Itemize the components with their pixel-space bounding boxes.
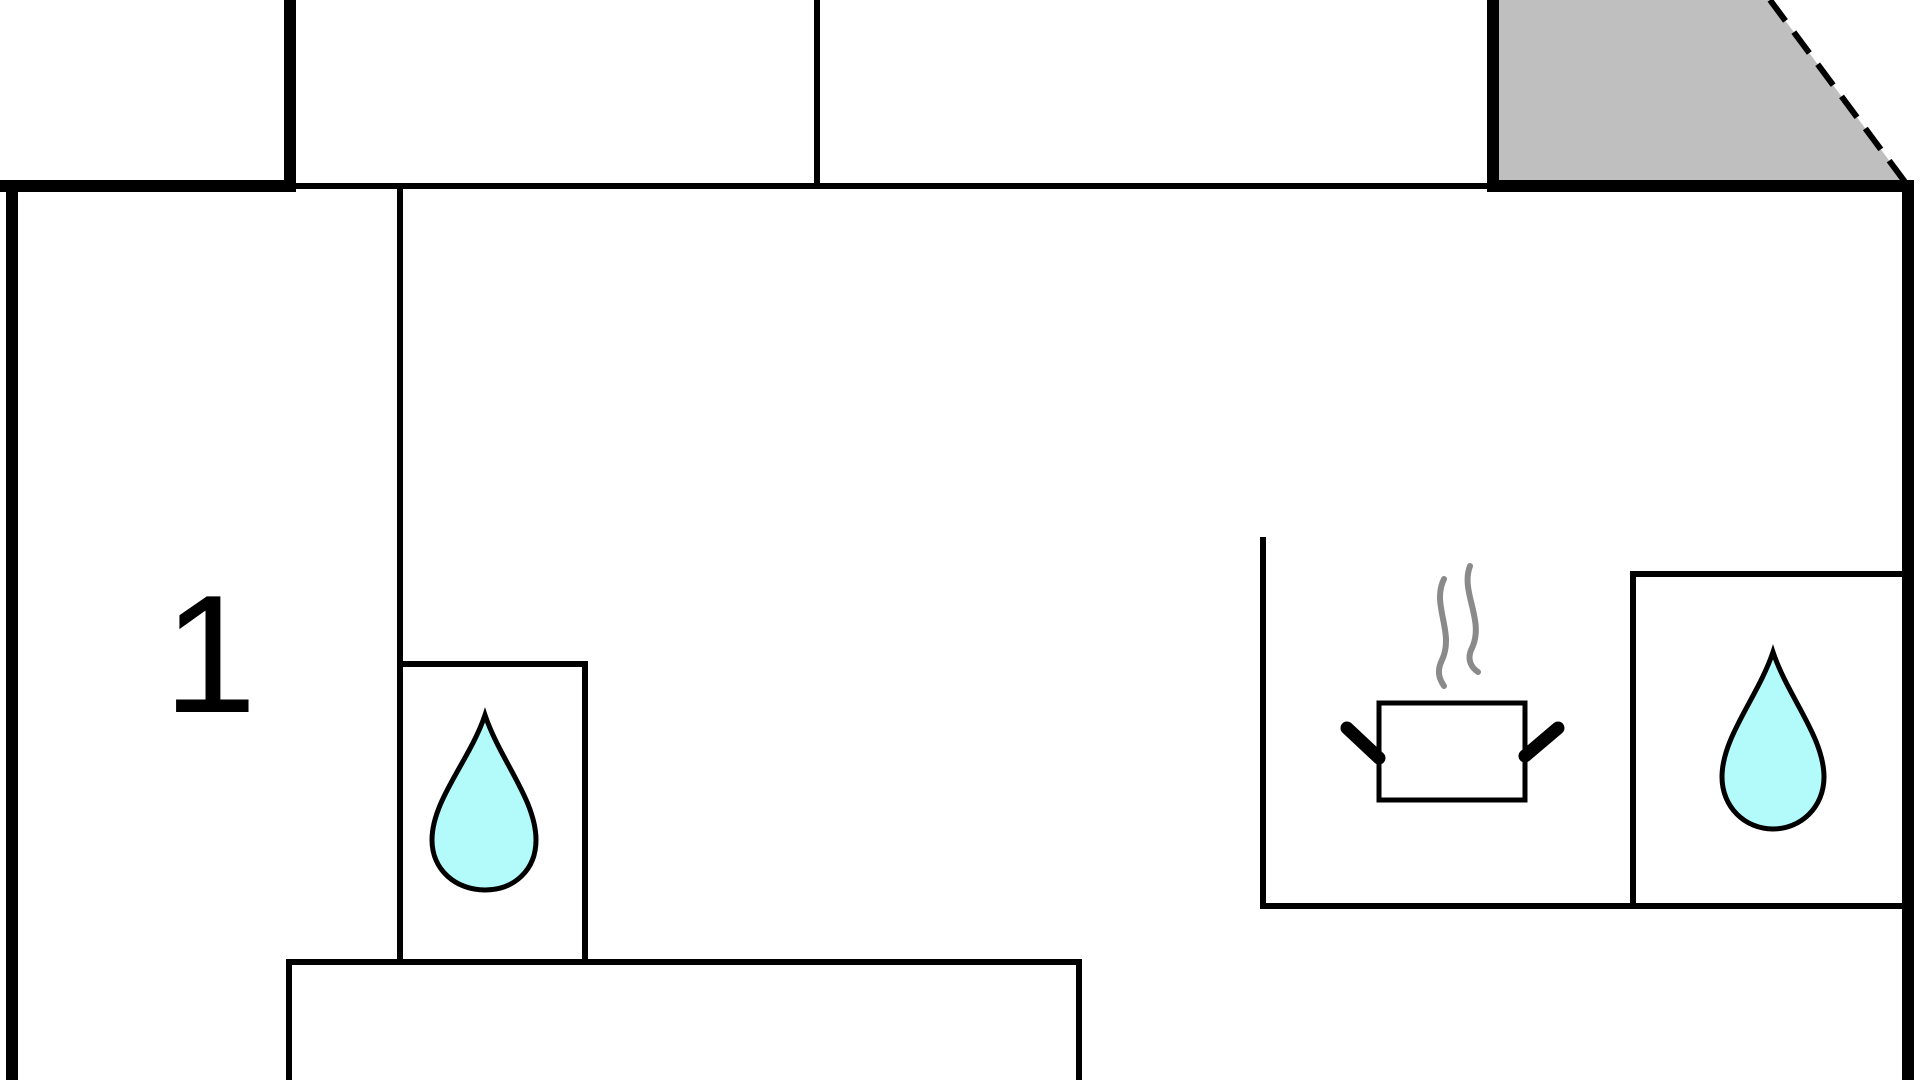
pot-handle-right bbox=[1518, 721, 1565, 763]
water-drop-icon bbox=[429, 707, 539, 893]
water-drop-icon bbox=[1719, 644, 1827, 832]
pot-handle-left bbox=[1340, 721, 1386, 765]
steam-line bbox=[1435, 576, 1449, 689]
floor-number-label: 1 bbox=[163, 560, 256, 748]
interior-walls bbox=[286, 0, 1905, 1080]
cooking-pot-icon bbox=[1340, 563, 1565, 803]
terrace-area bbox=[1493, 0, 1908, 186]
pot-body bbox=[1376, 700, 1528, 803]
steam-line bbox=[1464, 563, 1481, 675]
